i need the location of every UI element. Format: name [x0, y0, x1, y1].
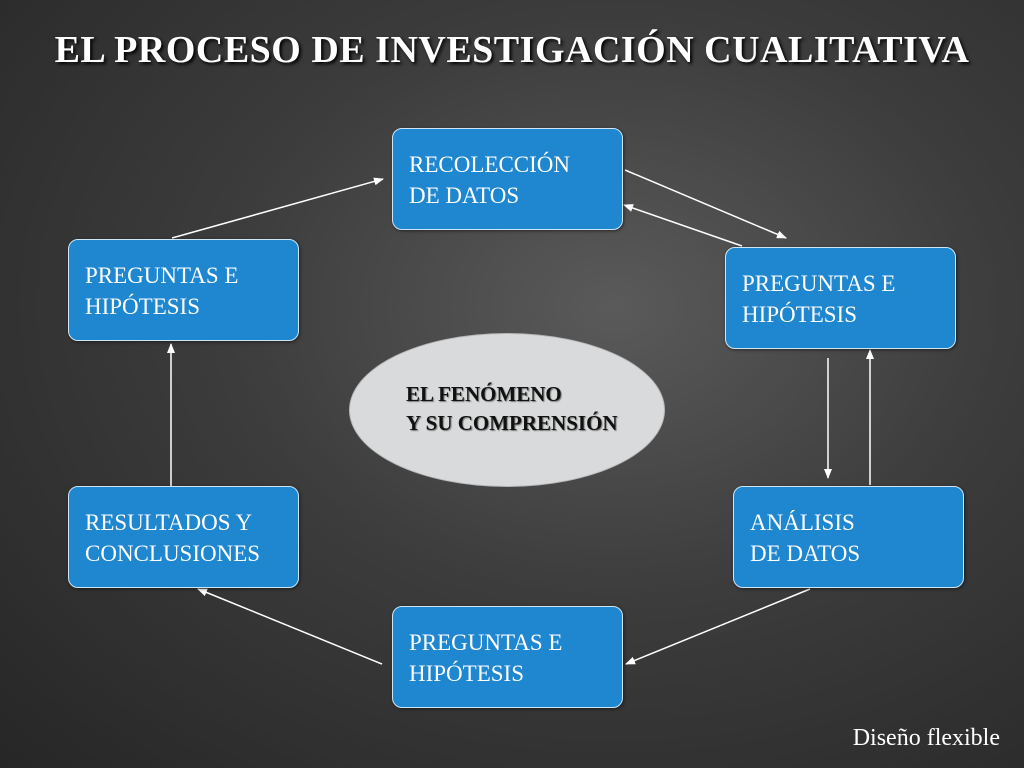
node-label-line2: CONCLUSIONES [85, 541, 261, 566]
arrow-bottom-to-resultados [197, 588, 383, 665]
center-ellipse [349, 333, 665, 487]
node-label-line2: DE DATOS [750, 541, 861, 566]
node-label-line1: PREGUNTAS E [742, 271, 896, 296]
arrow-right-to-recoleccion [623, 204, 743, 247]
node-label-line2: HIPÓTESIS [742, 302, 858, 327]
node-label-line1: PREGUNTAS E [85, 263, 239, 288]
node-preguntas-hipotesis-right: PREGUNTAS E HIPÓTESIS [725, 247, 956, 349]
center-label-line2: Y SU COMPRENSIÓN [406, 411, 618, 435]
node-label-line2: HIPÓTESIS [409, 661, 525, 686]
node-resultados-y-conclusiones: RESULTADOS Y CONCLUSIONES [68, 486, 299, 588]
arrow-analisis-to-bottom [625, 588, 811, 665]
center-label: EL FENÓMENO Y SU COMPRENSIÓN [406, 380, 618, 438]
node-label-line2: DE DATOS [409, 183, 520, 208]
page-title: EL PROCESO DE INVESTIGACIÓN CUALITATIVA [54, 29, 970, 71]
arrow-left-to-recoleccion [171, 177, 384, 239]
arrow-recoleccion-to-right [624, 169, 787, 239]
node-label-line1: RESULTADOS Y [85, 510, 253, 535]
node-label-line2: HIPÓTESIS [85, 294, 201, 319]
node-preguntas-hipotesis-left: PREGUNTAS E HIPÓTESIS [68, 239, 299, 341]
node-recoleccion-de-datos: RECOLECCIÓN DE DATOS [392, 128, 623, 230]
footer-note: Diseño flexible [852, 725, 1000, 751]
node-preguntas-hipotesis-bottom: PREGUNTAS E HIPÓTESIS [392, 606, 623, 708]
center-label-line1: EL FENÓMENO [406, 382, 562, 406]
node-label-line1: PREGUNTAS E [409, 630, 563, 655]
node-label-line1: ANÁLISIS [750, 510, 855, 535]
node-analisis-de-datos: ANÁLISIS DE DATOS [733, 486, 964, 588]
node-label-line1: RECOLECCIÓN [409, 152, 570, 177]
